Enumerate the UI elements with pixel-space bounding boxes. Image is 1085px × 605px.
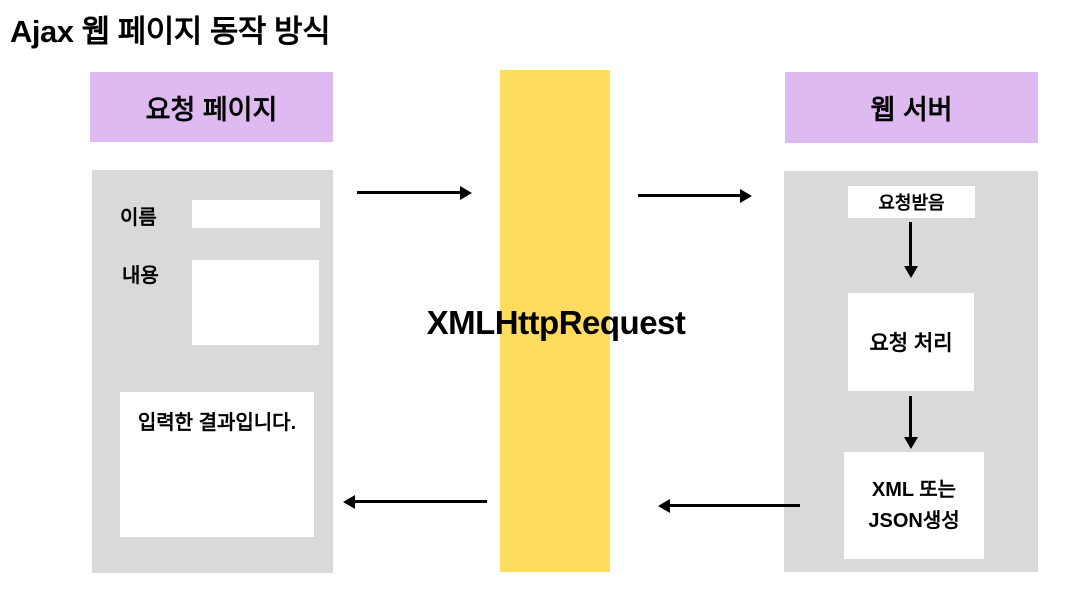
- result-box: 입력한 결과입니다.: [120, 392, 314, 537]
- request-page-header-label: 요청 페이지: [145, 94, 278, 125]
- name-input: [192, 200, 320, 228]
- server-step-process-label: 요청 처리: [869, 332, 953, 355]
- request-page-header: 요청 페이지: [90, 72, 333, 142]
- content-field-label: 내용: [122, 265, 159, 287]
- page-title: Ajax 웹 페이지 동작 방식: [10, 14, 331, 49]
- arrow-xhr-to-server: [638, 188, 752, 203]
- arrow-xhr-to-request: [343, 494, 487, 509]
- server-step-generate: XML 또는 JSON생성: [844, 452, 984, 559]
- arrow-step1-to-step2: [903, 222, 918, 278]
- server-step-generate-label: XML 또는 JSON생성: [868, 478, 960, 532]
- xhr-label: XMLHttpRequest: [426, 304, 686, 341]
- arrow-request-to-xhr: [357, 185, 472, 200]
- web-server-header: 웹 서버: [785, 72, 1038, 143]
- server-step-receive-label: 요청받음: [878, 193, 945, 213]
- arrow-right-head-icon: [740, 188, 752, 203]
- arrow-server-to-xhr: [658, 498, 800, 513]
- arrow-step2-to-step3: [903, 396, 918, 449]
- arrow-left-head-icon: [343, 494, 355, 509]
- server-step-receive: 요청받음: [848, 186, 975, 218]
- name-field-label: 이름: [120, 207, 157, 229]
- arrow-right-head-icon: [460, 185, 472, 200]
- request-page-panel: 이름 내용 입력한 결과입니다.: [92, 170, 333, 573]
- web-server-header-label: 웹 서버: [870, 95, 953, 125]
- arrow-left-head-icon: [658, 498, 670, 513]
- server-step-process: 요청 처리: [848, 293, 974, 391]
- content-textarea: [192, 260, 319, 345]
- xhr-bar: [500, 70, 610, 572]
- arrow-down-head-icon: [903, 266, 918, 278]
- result-box-text: 입력한 결과입니다.: [137, 412, 297, 434]
- arrow-down-head-icon: [903, 437, 918, 449]
